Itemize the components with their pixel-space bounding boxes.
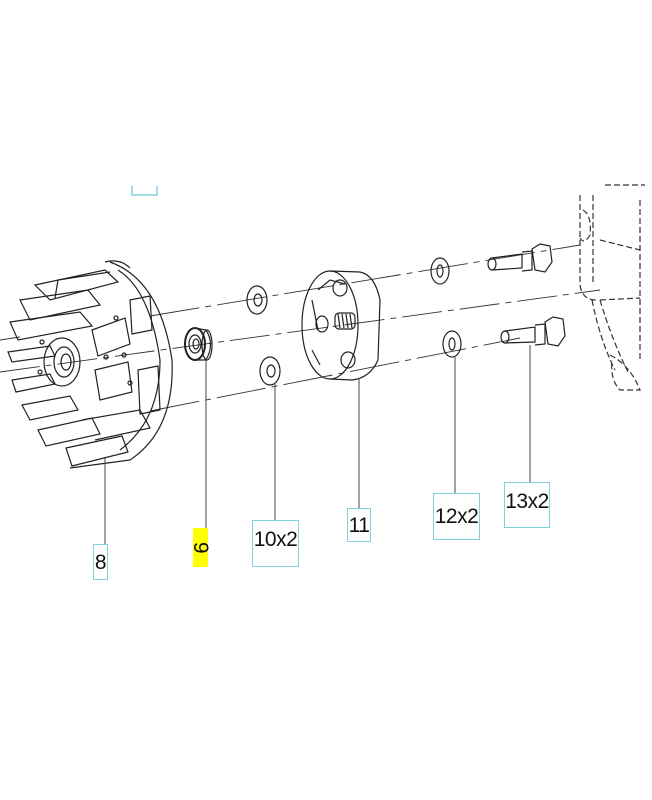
callout-label-12[interactable]: 12x2	[433, 493, 480, 540]
callout-label-8[interactable]: 8	[93, 544, 108, 580]
callout-label-9-highlighted[interactable]: 9	[189, 528, 212, 567]
callout-text: 8	[94, 550, 107, 574]
washer-part-12	[430, 257, 462, 358]
clutch-part-11	[301, 270, 381, 381]
callout-text: 13x2	[505, 490, 549, 513]
callout-text: 11	[348, 513, 370, 537]
flywheel-part-8	[7, 260, 173, 469]
engine-housing-outline	[579, 184, 645, 391]
assembly-axis-lines	[0, 244, 601, 412]
bolt-part-13	[487, 243, 566, 347]
callout-label-10[interactable]: 10x2	[252, 520, 299, 567]
callout-label-11[interactable]: 11	[347, 508, 371, 542]
washer-part-10	[246, 285, 281, 386]
callout-text: 10x2	[253, 528, 298, 551]
callout-text: 12x2	[434, 505, 479, 528]
callout-text: 9	[189, 541, 212, 554]
partial-label-box	[131, 186, 158, 196]
callout-label-13[interactable]: 13x2	[504, 482, 550, 528]
